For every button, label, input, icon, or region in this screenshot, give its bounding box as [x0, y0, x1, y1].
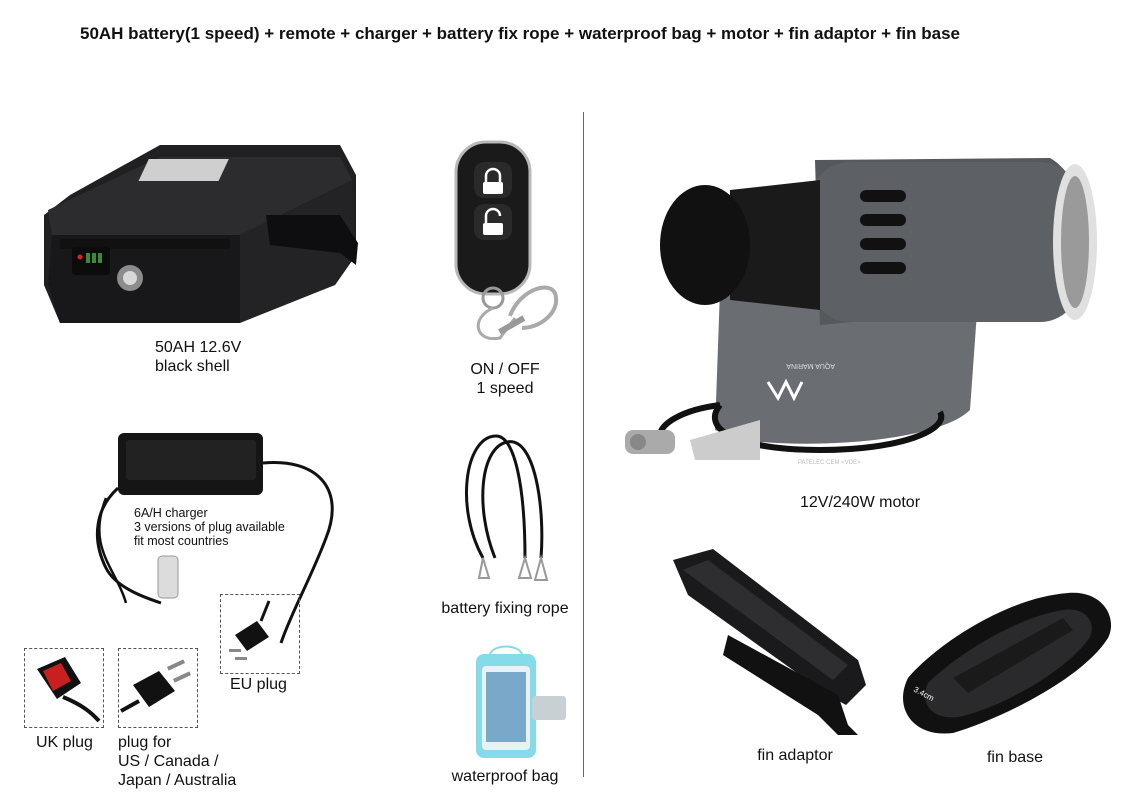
uk-plug-icon	[37, 657, 101, 723]
page-title: 50AH battery(1 speed) + remote + charger…	[80, 24, 960, 43]
motor-image: AQUA MARINA PATELEC CEM <VDE>	[620, 150, 1100, 470]
rope-image	[455, 428, 555, 593]
battery-label: 50AH 12.6V black shell	[155, 338, 241, 376]
remote-function: ON / OFF	[470, 361, 540, 378]
us-plug-label-line1: plug for	[118, 734, 172, 751]
us-plug-box	[118, 648, 198, 728]
uk-plug-box	[24, 648, 104, 728]
charger-compatibility: fit most countries	[134, 534, 229, 548]
uk-plug-label: UK plug	[36, 734, 93, 751]
fin-adaptor-image	[668, 545, 873, 740]
motor-brand-mark: AQUA MARINA	[786, 362, 835, 369]
battery-case-image	[40, 135, 362, 330]
rope-label: battery fixing rope	[441, 600, 569, 617]
us-plug-label-line2: US / Canada /	[118, 753, 219, 770]
motor-label: 12V/240W motor	[799, 494, 921, 511]
eu-plug-icon	[229, 600, 271, 660]
us-plug-icon	[120, 659, 192, 713]
fin-adaptor-label: fin adaptor	[757, 747, 833, 764]
us-plug-label-line3: Japan / Australia	[118, 772, 237, 789]
fin-base-label: fin base	[986, 749, 1044, 766]
brand-logo-icon	[766, 378, 804, 402]
charger-image	[86, 428, 356, 658]
us-plug-label: plug for US / Canada / Japan / Australia	[118, 733, 236, 790]
eu-plug-box	[220, 594, 300, 674]
remote-speed: 1 speed	[476, 380, 534, 397]
section-divider	[583, 112, 584, 777]
lock-icon	[484, 167, 502, 183]
remote-image	[450, 138, 562, 358]
charger-plug-versions: 3 versions of plug available	[134, 520, 285, 534]
battery-shell: black shell	[155, 358, 230, 375]
charger-rating: 6A/H charger	[134, 506, 208, 520]
eu-plug-label: EU plug	[230, 676, 287, 693]
waterproof-bag-label: waterproof bag	[451, 768, 559, 785]
remote-label: ON / OFF 1 speed	[440, 360, 570, 398]
waterproof-bag-image	[470, 640, 570, 760]
battery-spec: 50AH 12.6V	[155, 339, 242, 356]
unlock-icon	[484, 207, 502, 224]
motor-cable-print: PATELEC CEM <VDE>	[798, 460, 861, 466]
fin-base-image: 3.4cm	[893, 588, 1118, 738]
charger-label: 6A/H charger 3 versions of plug availabl…	[134, 506, 285, 548]
